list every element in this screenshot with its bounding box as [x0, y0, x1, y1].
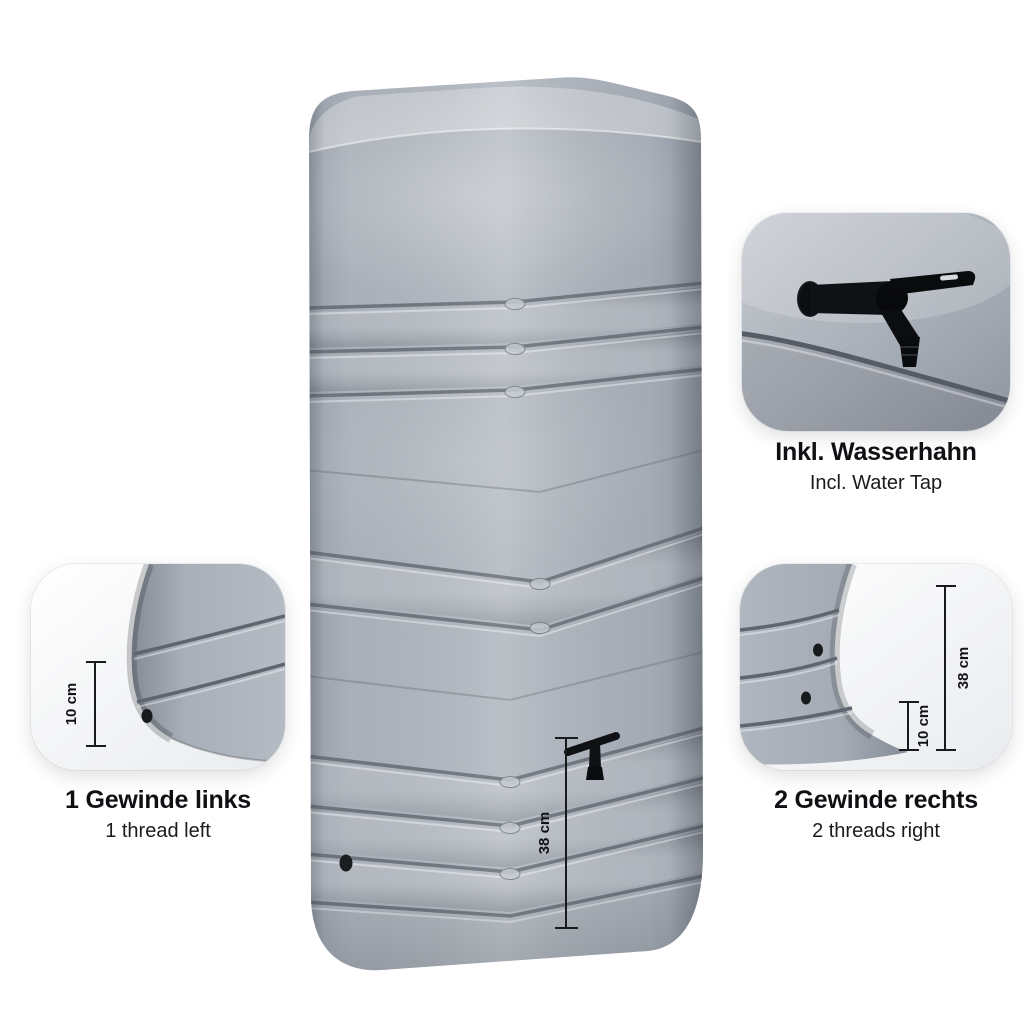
tank-seam-closeup: [742, 331, 1010, 404]
left-thread-callout: 10 cm: [31, 564, 285, 770]
tank-body: [309, 77, 703, 971]
hero-dimension-38cm: 38 cm: [536, 737, 578, 929]
left-callout-caption: 1 Gewinde links 1 thread left: [18, 786, 298, 843]
tank-corner-closeup: [131, 564, 285, 762]
right-dimension-segment-label: 10 cm: [915, 705, 932, 748]
thread-plug-dot-upper: [813, 643, 823, 657]
right-thread-callout: 38 cm 10 cm: [740, 564, 1012, 770]
left-callout-subtitle: 1 thread left: [105, 820, 211, 842]
thread-plug-dot-lower: [801, 691, 811, 705]
tap-callout-title: Inkl. Wasserhahn: [775, 438, 977, 466]
tap-callout-caption: Inkl. Wasserhahn Incl. Water Tap: [742, 438, 1010, 495]
right-dimension-height-label: 38 cm: [955, 647, 972, 690]
tap-callout-subtitle: Incl. Water Tap: [809, 472, 943, 494]
tap-detail-callout: [742, 213, 1010, 431]
water-tap-closeup-icon: [797, 271, 976, 367]
right-dimension-38cm: 38 cm: [936, 585, 972, 751]
left-callout-title: 1 Gewinde links: [65, 786, 251, 814]
right-callout-caption: 2 Gewinde rechts 2 threads right: [732, 786, 1020, 843]
left-dimension-10cm: 10 cm: [63, 661, 106, 747]
hero-dimension-label: 38 cm: [536, 812, 553, 855]
tap-detail-graphic: [742, 213, 1010, 431]
water-tap-icon: [564, 732, 620, 780]
right-dimension-10cm: 10 cm: [899, 701, 932, 751]
right-callout-title: 2 Gewinde rechts: [774, 786, 978, 814]
left-dimension-label: 10 cm: [63, 683, 80, 726]
tank-bottom-closeup: [740, 564, 908, 765]
thread-plug-dot: [141, 709, 153, 723]
right-thread-graphic: 38 cm 10 cm: [740, 564, 1012, 770]
left-thread-graphic: 10 cm: [31, 564, 285, 770]
right-callout-subtitle: 2 threads right: [812, 820, 940, 842]
